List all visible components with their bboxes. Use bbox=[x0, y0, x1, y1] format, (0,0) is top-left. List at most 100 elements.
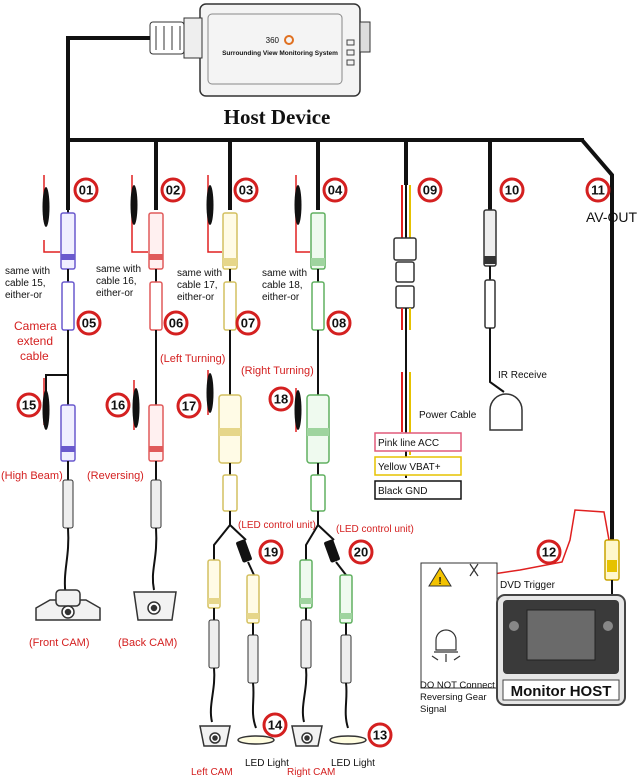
av-out-label: AV-OUT bbox=[586, 209, 638, 225]
badge-number: 08 bbox=[332, 316, 346, 331]
led-control-label-1: (LED control unit) bbox=[238, 520, 316, 531]
connector-15 bbox=[60, 404, 76, 462]
svg-text:cable 15,: cable 15, bbox=[5, 278, 46, 289]
connector-02 bbox=[148, 212, 164, 270]
badge-06: 06 bbox=[163, 310, 189, 336]
badge-number: 06 bbox=[169, 316, 183, 331]
badge-number: 04 bbox=[328, 183, 343, 198]
svg-text:same with: same with bbox=[177, 268, 222, 279]
led-control-label-2: (LED control unit) bbox=[336, 524, 414, 535]
camera-plug bbox=[62, 479, 74, 529]
led-control-unit bbox=[236, 539, 252, 563]
badge-number: 10 bbox=[505, 183, 519, 198]
ir-receiver-icon bbox=[489, 393, 523, 431]
badge-02: 02 bbox=[160, 177, 186, 203]
badge-04: 04 bbox=[322, 177, 348, 203]
vbat-line-box bbox=[374, 456, 462, 476]
fuse-icon bbox=[130, 185, 138, 225]
svg-text:same with: same with bbox=[262, 268, 307, 279]
red-labels: Camera extend cable (Left Turning) (Righ… bbox=[1, 319, 414, 778]
badge-19: 19 bbox=[258, 539, 284, 565]
note-04-line1: same with bbox=[262, 268, 307, 279]
badge-16: 16 bbox=[105, 392, 131, 418]
badge-12: 12 bbox=[536, 539, 562, 565]
monitor-screen bbox=[526, 609, 596, 661]
connector-07 bbox=[223, 281, 237, 331]
badge-number: 20 bbox=[354, 545, 368, 560]
turning-cam-sections bbox=[207, 559, 353, 729]
badge-09: 09 bbox=[417, 177, 443, 203]
badge-number: 14 bbox=[268, 718, 283, 733]
power-cable-branch bbox=[393, 185, 417, 478]
badge-01: 01 bbox=[73, 177, 99, 203]
gnd-line-box bbox=[374, 480, 462, 500]
connector-08 bbox=[311, 281, 325, 331]
badge-14: 14 bbox=[262, 712, 288, 738]
note-01-line1: same with bbox=[5, 266, 50, 277]
host-device: 360 Surrounding View Monitoring System H… bbox=[149, 3, 371, 129]
right-camera-icon bbox=[291, 725, 323, 747]
warning-line1: DO NOT Connect bbox=[420, 680, 495, 691]
brand-logo-icon bbox=[284, 35, 294, 45]
note-02-line1: same with bbox=[96, 264, 141, 275]
ir-receive-label: IR Receive bbox=[498, 370, 547, 381]
svg-text:cable 17,: cable 17, bbox=[177, 280, 218, 291]
fuse-icon bbox=[132, 388, 140, 428]
svg-text:either-or: either-or bbox=[177, 292, 215, 303]
black-line-label: Black GND bbox=[378, 486, 427, 497]
badge-number: 19 bbox=[264, 545, 278, 560]
camera-extend-line2: extend bbox=[17, 334, 53, 348]
svg-text:cable 16,: cable 16, bbox=[96, 276, 137, 287]
svg-text:!: ! bbox=[438, 576, 441, 587]
acc-line-box bbox=[374, 432, 462, 452]
badge-number: 11 bbox=[591, 183, 605, 198]
svg-text:same with: same with bbox=[5, 266, 50, 277]
fuse-icon bbox=[42, 390, 50, 430]
cable-02-branch bbox=[130, 175, 164, 591]
cable-notes: same with cable 15, either-or same with … bbox=[5, 264, 307, 303]
note-04-line2: cable 18, bbox=[262, 280, 303, 291]
badge-number: 18 bbox=[274, 392, 288, 407]
badge-number: 02 bbox=[166, 183, 180, 198]
front-camera-icon bbox=[35, 589, 101, 621]
harness-connector bbox=[149, 21, 185, 55]
reversing-label: (Reversing) bbox=[87, 470, 144, 482]
led-light-label-1: LED Light bbox=[245, 758, 289, 769]
badge-number: 16 bbox=[111, 398, 125, 413]
warning-icon bbox=[428, 567, 452, 587]
bulb-icon bbox=[431, 629, 461, 662]
note-03-line1: same with bbox=[177, 268, 222, 279]
left-turning-label: (Left Turning) bbox=[160, 353, 225, 365]
badge-03: 03 bbox=[233, 177, 259, 203]
badge-number: 12 bbox=[542, 545, 556, 560]
host-side-icons bbox=[346, 39, 355, 66]
note-04-line3: either-or bbox=[262, 292, 300, 303]
svg-text:cable 18,: cable 18, bbox=[262, 280, 303, 291]
fuse-icon bbox=[42, 187, 50, 227]
warning-line3: Signal bbox=[420, 704, 446, 715]
ir-receive-branch bbox=[483, 209, 523, 431]
badge-08: 08 bbox=[326, 310, 352, 336]
svg-text:same with: same with bbox=[96, 264, 141, 275]
power-cable-label: Power Cable bbox=[419, 410, 477, 421]
front-cam-label: (Front CAM) bbox=[29, 637, 90, 649]
fuse-icon bbox=[294, 185, 302, 225]
back-cam-label: (Back CAM) bbox=[118, 637, 177, 649]
pink-line-label: Pink line ACC bbox=[378, 438, 439, 449]
badge-13: 13 bbox=[367, 722, 393, 748]
badge-15: 15 bbox=[16, 392, 42, 418]
monitor-host-label: Monitor HOST bbox=[511, 683, 612, 700]
power-connector bbox=[393, 237, 417, 261]
svg-text:either-or: either-or bbox=[5, 290, 43, 301]
badge-number: 01 bbox=[79, 183, 93, 198]
connector-16 bbox=[148, 404, 164, 462]
cable-04-branch bbox=[294, 175, 347, 576]
badge-number: 05 bbox=[82, 316, 96, 331]
camera-extend-line3: cable bbox=[20, 349, 49, 363]
left-cam-label: Left CAM bbox=[191, 767, 233, 778]
badge-number: 03 bbox=[239, 183, 253, 198]
right-turning-label: (Right Turning) bbox=[241, 365, 314, 377]
main-harness bbox=[66, 36, 614, 540]
led-light-label-2: LED Light bbox=[331, 758, 375, 769]
